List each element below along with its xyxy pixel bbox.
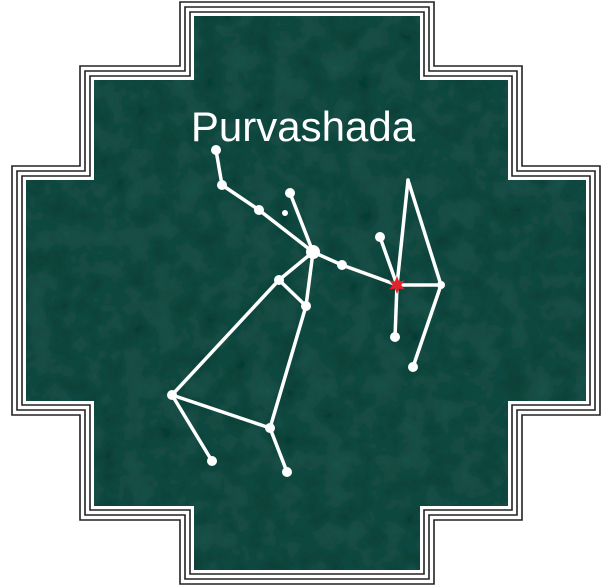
- star-dot: [282, 467, 292, 477]
- star-dot: [217, 180, 227, 190]
- star-dot: [306, 245, 320, 259]
- star-dot: [301, 301, 311, 311]
- star-dot: [207, 456, 217, 466]
- star-dot: [274, 275, 284, 285]
- star-dot: [282, 210, 288, 216]
- star-dot: [265, 423, 275, 433]
- diagram-title: Purvashada: [191, 103, 416, 150]
- star-dot: [285, 188, 295, 198]
- star-dot: [375, 232, 385, 242]
- star-dot: [337, 260, 347, 270]
- star-dot: [254, 205, 264, 215]
- star-dot: [390, 332, 400, 342]
- star-dot: [167, 390, 177, 400]
- star-dot: [437, 281, 445, 289]
- star-dot: [408, 362, 418, 372]
